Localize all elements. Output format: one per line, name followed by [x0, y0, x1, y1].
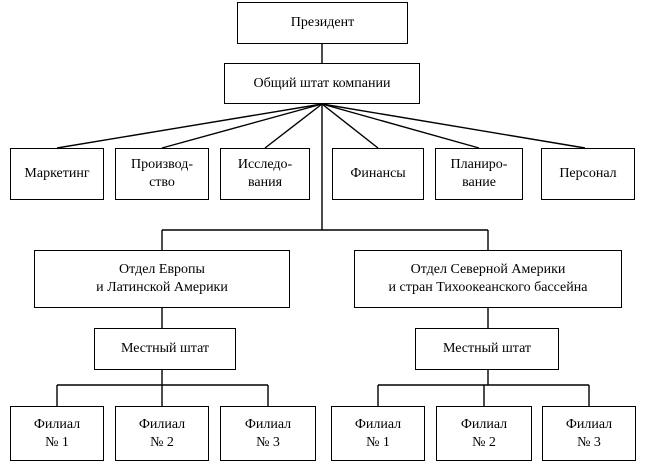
- branch-label: Филиал № 1: [33, 416, 81, 450]
- department-planning-box: Планиро- вание: [435, 148, 523, 200]
- president-label: Президент: [290, 15, 355, 30]
- department-label: Производ- ство: [130, 157, 194, 190]
- department-finance-box: Финансы: [332, 148, 424, 200]
- branch-label: Филиал № 2: [460, 416, 508, 450]
- department-label: Планиро- вание: [450, 157, 508, 190]
- department-label: Персонал: [559, 166, 617, 181]
- division-europe-box: Отдел Европы и Латинской Америки: [34, 250, 290, 308]
- department-research-box: Исследо- вания: [220, 148, 310, 200]
- local-staff-right-box: Местный штат: [415, 328, 559, 370]
- department-personnel-box: Персонал: [541, 148, 635, 200]
- local-staff-left-box: Местный штат: [94, 328, 236, 370]
- president-box: Президент: [237, 2, 408, 44]
- branch-label: Филиал № 3: [565, 416, 613, 450]
- division-north-america-box: Отдел Северной Америки и стран Тихоокеан…: [354, 250, 622, 308]
- branch-box: Филиал № 1: [331, 406, 425, 461]
- department-label: Исследо- вания: [237, 157, 293, 190]
- branch-label: Филиал № 3: [244, 416, 292, 450]
- general-staff-label: Общий штат компании: [253, 75, 391, 91]
- branch-box: Филиал № 1: [10, 406, 104, 461]
- branch-label: Филиал № 1: [354, 416, 402, 450]
- division-title: Отдел Северной Америки и стран Тихоокеан…: [388, 262, 588, 295]
- branch-box: Филиал № 3: [220, 406, 316, 461]
- department-label: Маркетинг: [24, 166, 90, 181]
- branch-box: Филиал № 2: [436, 406, 532, 461]
- branch-label: Филиал № 2: [138, 416, 186, 450]
- branch-box: Филиал № 3: [542, 406, 636, 461]
- branch-box: Филиал № 2: [115, 406, 209, 461]
- department-production-box: Производ- ство: [115, 148, 209, 200]
- local-staff-label: Местный штат: [120, 341, 210, 356]
- department-marketing-box: Маркетинг: [10, 148, 104, 200]
- local-staff-label: Местный штат: [442, 341, 532, 356]
- general-staff-box: Общий штат компании: [224, 63, 420, 104]
- division-title: Отдел Европы и Латинской Америки: [96, 262, 228, 295]
- department-label: Финансы: [350, 166, 406, 181]
